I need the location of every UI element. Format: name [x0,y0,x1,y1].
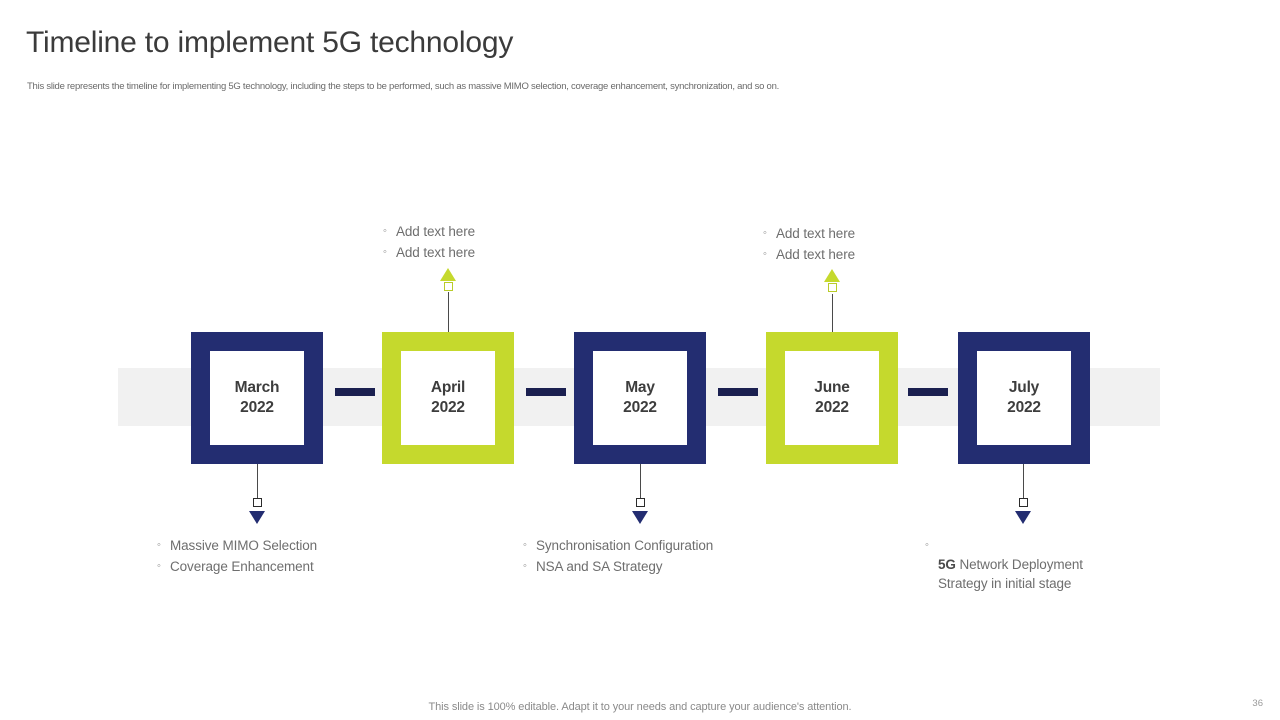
callout-node-square-bottom-2 [636,498,645,507]
milestone-may-2022[interactable]: May 2022 [574,332,706,464]
callout-text: Add text here [396,224,476,239]
milestone-inner: May 2022 [593,351,687,445]
callout-arrow-down-icon-3 [1015,511,1031,524]
list-item: ◦ Synchronisation Configuration [523,536,713,555]
callout-text: 5G Network Deployment Strategy in initia… [938,536,1083,593]
callout-stem-bottom-2 [640,464,641,499]
footer-note: This slide is 100% editable. Adapt it to… [428,701,852,713]
circle-bullet-icon: ◦ [383,225,387,237]
list-item: ◦ Add text here [763,224,855,243]
milestone-year: 2022 [623,399,657,416]
callout-node-square-bottom-1 [253,498,262,507]
milestone-april-2022[interactable]: April 2022 [382,332,514,464]
milestone-inner: April 2022 [401,351,495,445]
connector-dash-1 [335,388,375,396]
list-item: ◦ Add text here [383,222,475,241]
list-item: ◦ Massive MIMO Selection [157,536,317,555]
circle-bullet-icon: ◦ [157,539,161,551]
connector-dash-4 [908,388,948,396]
callout-node-square-top-1 [444,282,453,291]
list-item: ◦ Coverage Enhancement [157,557,317,576]
callout-text: Synchronisation Configuration [536,538,714,553]
callout-arrow-down-icon-2 [632,511,648,524]
callout-text: Massive MIMO Selection [170,538,318,553]
milestone-year: 2022 [1007,399,1041,416]
circle-bullet-icon: ◦ [523,560,527,572]
callout-node-square-bottom-3 [1019,498,1028,507]
circle-bullet-icon: ◦ [383,246,387,258]
page-subtitle: This slide represents the timeline for i… [27,81,779,92]
milestone-month: May [625,379,655,397]
connector-dash-2 [526,388,566,396]
circle-bullet-icon: ◦ [523,539,527,551]
callout-text: NSA and SA Strategy [536,559,663,574]
callout-top-june: ◦ Add text here ◦ Add text here [763,224,855,266]
circle-bullet-icon: ◦ [925,539,929,551]
page-title: Timeline to implement 5G technology [26,26,514,59]
milestone-july-2022[interactable]: July 2022 [958,332,1090,464]
list-item: ◦ Add text here [763,245,855,264]
callout-text: Coverage Enhancement [170,559,314,574]
callout-text: Add text here [776,226,856,241]
milestone-inner: July 2022 [977,351,1071,445]
callout-bottom-march: ◦ Massive MIMO Selection ◦ Coverage Enha… [157,536,317,578]
callout-arrow-up-icon-1 [440,268,456,281]
callout-stem-bottom-3 [1023,464,1024,499]
callout-text-bold: 5G [938,557,956,572]
callout-bottom-may: ◦ Synchronisation Configuration ◦ NSA an… [523,536,713,578]
list-item: ◦ 5G Network Deployment Strategy in init… [925,536,1083,593]
callout-text: Add text here [776,247,856,262]
callout-arrow-down-icon-1 [249,511,265,524]
milestone-year: 2022 [240,399,274,416]
milestone-year: 2022 [431,399,465,416]
milestone-month: June [814,379,850,397]
callout-top-april: ◦ Add text here ◦ Add text here [383,222,475,264]
list-item: ◦ Add text here [383,243,475,262]
circle-bullet-icon: ◦ [763,248,767,260]
callout-stem-top-2 [832,294,833,332]
page-number: 36 [1252,698,1263,709]
circle-bullet-icon: ◦ [763,227,767,239]
callout-node-square-top-2 [828,283,837,292]
callout-stem-bottom-1 [257,464,258,499]
callout-text-rest: Network Deployment Strategy in initial s… [938,557,1083,591]
milestone-inner: June 2022 [785,351,879,445]
circle-bullet-icon: ◦ [157,560,161,572]
callout-arrow-up-icon-2 [824,269,840,282]
callout-bottom-july: ◦ 5G Network Deployment Strategy in init… [925,536,1083,595]
milestone-inner: March 2022 [210,351,304,445]
milestone-month: July [1008,379,1040,397]
milestone-month: April [430,379,466,397]
milestone-june-2022[interactable]: June 2022 [766,332,898,464]
milestone-month: March [234,379,280,397]
callout-stem-top-1 [448,292,449,332]
milestone-march-2022[interactable]: March 2022 [191,332,323,464]
milestone-year: 2022 [815,399,849,416]
list-item: ◦ NSA and SA Strategy [523,557,713,576]
connector-dash-3 [718,388,758,396]
callout-text: Add text here [396,245,476,260]
